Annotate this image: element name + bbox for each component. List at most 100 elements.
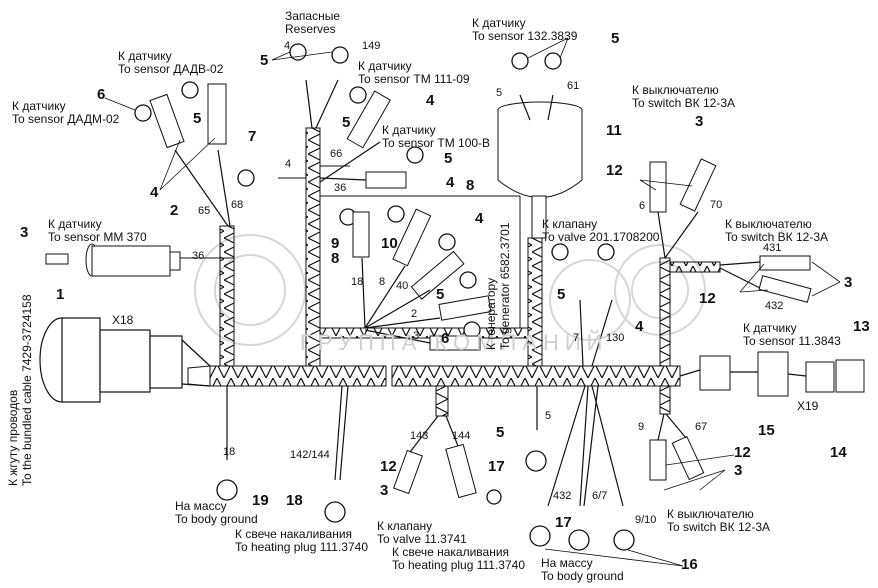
- callout-12: 12: [699, 290, 716, 307]
- wire-number: 18: [223, 446, 236, 458]
- housing-11: [497, 101, 583, 239]
- wire-number: 4: [284, 40, 291, 52]
- wire-number: 66: [330, 148, 343, 160]
- wire-number: 8: [379, 276, 386, 288]
- sensor-boots: [149, 83, 492, 499]
- wire-number: 5: [545, 410, 552, 422]
- callout-5: 5: [436, 286, 445, 303]
- wire-number: 432: [553, 490, 572, 502]
- callout-5: 5: [444, 150, 453, 167]
- callout-17: 17: [488, 458, 505, 475]
- callout-2: 2: [170, 202, 179, 219]
- callout-8: 8: [466, 177, 475, 194]
- wire-number: 9: [638, 421, 645, 433]
- connector-x18: [39, 317, 211, 403]
- callout-10: 10: [381, 235, 398, 252]
- wire-number: 4: [285, 158, 292, 170]
- wire-number: 6/7: [592, 490, 608, 502]
- callout-14: 14: [830, 444, 847, 461]
- wire-number: 5: [496, 87, 503, 99]
- callout-5: 5: [193, 110, 202, 127]
- connector-x19: [699, 351, 865, 397]
- callout-4: 4: [475, 210, 484, 227]
- wire-number: 36: [192, 250, 205, 262]
- callout-19: 19: [252, 492, 269, 509]
- callout-3: 3: [734, 462, 743, 479]
- connector-x19-label: X19: [797, 399, 819, 413]
- callout-13: 13: [853, 318, 870, 335]
- callout-12: 12: [606, 162, 623, 179]
- wire-number: 143: [410, 430, 429, 442]
- callout-6: 6: [97, 86, 106, 103]
- callout-5: 5: [557, 286, 566, 303]
- wire-number: 68: [231, 199, 244, 211]
- callout-8: 8: [331, 250, 340, 267]
- callout-3: 3: [844, 274, 853, 291]
- callout-5: 5: [342, 114, 351, 131]
- callout-18: 18: [286, 492, 303, 509]
- wire-number: 144: [452, 430, 471, 442]
- callout-12: 12: [734, 444, 751, 461]
- wire-number: 65: [198, 205, 211, 217]
- wire-number: 61: [567, 80, 580, 92]
- wire-number: 18: [351, 276, 364, 288]
- callout-4: 4: [426, 92, 435, 109]
- callout-5: 5: [611, 30, 620, 47]
- sensor-mm370: [45, 243, 181, 277]
- wire-number: 130: [606, 332, 625, 344]
- callout-11: 11: [606, 122, 622, 139]
- wire-number: 70: [710, 199, 723, 211]
- callout-4: 4: [150, 184, 159, 201]
- connector-x18-label: X18: [112, 313, 134, 327]
- callout-4: 4: [446, 174, 455, 191]
- callout-3: 3: [380, 482, 389, 499]
- callout-5: 5: [496, 424, 505, 441]
- wire-number: 431: [763, 242, 782, 254]
- wire-number: 432: [765, 300, 784, 312]
- callout-5: 5: [260, 52, 269, 69]
- flat-connectors: [393, 158, 812, 495]
- wires: [174, 79, 807, 507]
- wire-number: 3: [413, 330, 420, 342]
- wire-number: 40: [396, 280, 409, 292]
- wire-number: 149: [362, 40, 381, 52]
- callout-4: 4: [635, 318, 644, 335]
- callout-12: 12: [380, 458, 397, 475]
- wire-number: 2: [411, 308, 418, 320]
- callout-3: 3: [20, 224, 29, 241]
- leader-lines: [104, 37, 841, 567]
- callout-15: 15: [758, 422, 775, 439]
- wire-number: 6: [639, 200, 646, 212]
- wire-number: 9/10: [635, 514, 657, 526]
- callout-9: 9: [331, 235, 340, 252]
- callout-6: 6: [441, 330, 450, 347]
- wire-number: 142/144: [290, 449, 330, 461]
- ring-terminals: [134, 43, 635, 551]
- callout-1: 1: [56, 286, 65, 303]
- watermark-text: ГРУППА КОМПАНИЙ: [300, 330, 609, 355]
- wire-number: 7: [573, 332, 580, 344]
- callout-17: 17: [555, 514, 572, 531]
- main-harness-trunk: [187, 365, 681, 387]
- callout-3: 3: [695, 113, 704, 130]
